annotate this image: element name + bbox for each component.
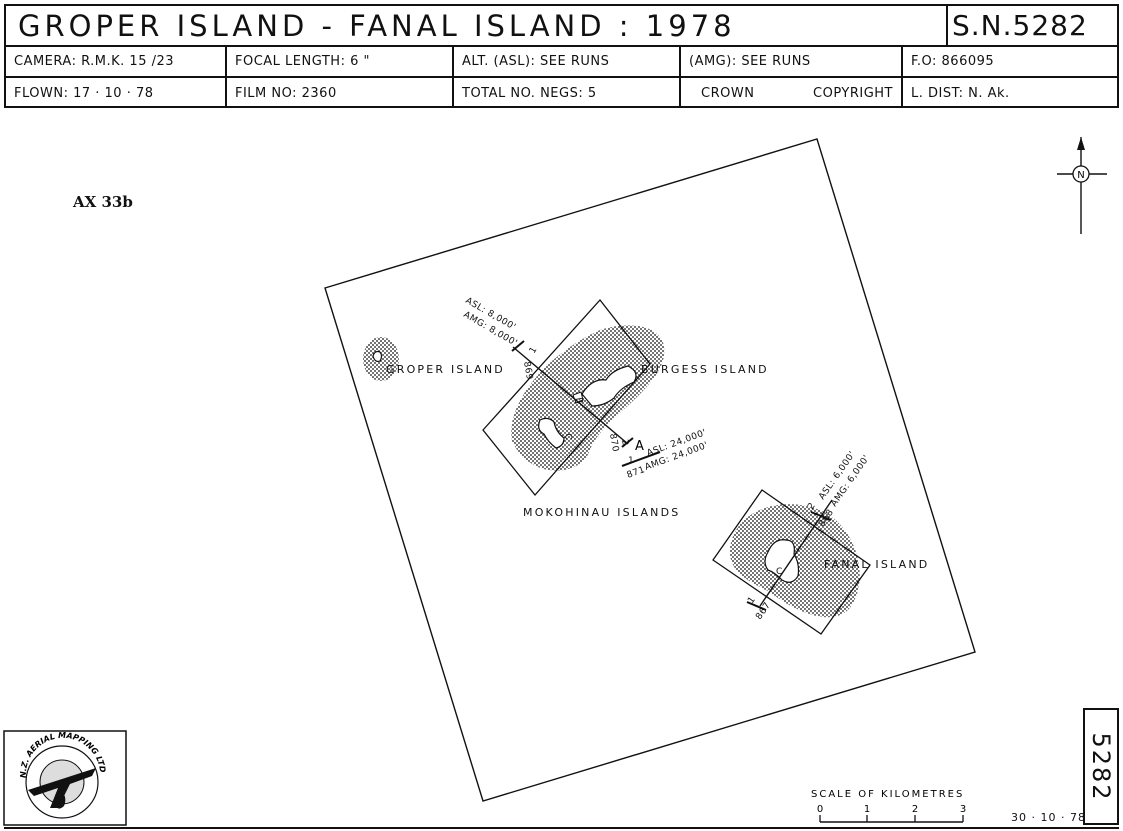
burgess-coverage <box>482 298 665 497</box>
svg-text:N.Z. AERIAL MAPPING LTD.: N.Z. AERIAL MAPPING LTD. <box>0 0 107 778</box>
flown-date: FLOWN: 17 · 10 · 78 <box>6 78 227 108</box>
run3-bottom-photo: 867 <box>754 601 773 622</box>
groper-island-coverage <box>363 337 399 381</box>
scale-tick-1: 1 <box>864 804 870 815</box>
run-a-number: 1 <box>628 456 634 466</box>
fanal-coverage <box>712 489 871 635</box>
map-title: GROPER ISLAND - FANAL ISLAND : 1978 <box>6 6 948 45</box>
scale-title: SCALE OF KILOMETRES <box>811 789 964 800</box>
scale-tick-3: 3 <box>960 804 966 815</box>
camera-info: CAMERA: R.M.K. 15 /23 <box>6 47 227 76</box>
scale-tick-2: 2 <box>912 804 918 815</box>
groper-island-label: GROPER ISLAND <box>386 363 505 376</box>
header-table: GROPER ISLAND - FANAL ISLAND : 1978 S.N.… <box>4 4 1119 108</box>
scale-bar: SCALE OF KILOMETRES 0 1 2 3 <box>811 789 966 823</box>
mokohinau-islands-label: MOKOHINAU ISLANDS <box>523 506 680 519</box>
logo-text: N.Z. AERIAL MAPPING LTD. <box>0 0 107 778</box>
north-arrow-icon: N <box>1057 137 1107 234</box>
run-c-label-a: C <box>562 433 573 441</box>
film-number: FILM NO: 2360 <box>227 78 454 108</box>
run-c-label-fanal: C <box>776 567 783 577</box>
crown-copyright: CROWN COPYRIGHT <box>681 78 903 108</box>
altitude-asl: ALT. (ASL): SEE RUNS <box>454 47 681 76</box>
run1-start-photo: 869 <box>521 361 534 381</box>
scale-tick-0: 0 <box>817 804 823 815</box>
north-label: N <box>1077 170 1084 181</box>
crown-label: CROWN <box>701 85 755 101</box>
header-row-flight: FLOWN: 17 · 10 · 78 FILM NO: 2360 TOTAL … <box>6 78 1117 108</box>
bottom-border <box>4 827 1119 829</box>
copyright-label: COPYRIGHT <box>813 85 893 101</box>
altitude-amg: (AMG): SEE RUNS <box>681 47 903 76</box>
nz-aerial-mapping-logo: N.Z. AERIAL MAPPING LTD. <box>0 0 127 826</box>
print-date: 30 · 10 · 78 <box>1011 811 1086 824</box>
sheet-number: S.N.5282 <box>952 9 1088 42</box>
fanal-island-label: FANAL ISLAND <box>824 558 929 571</box>
focal-length: FOCAL LENGTH: 6 " <box>227 47 454 76</box>
run1-start-number: 1 <box>528 345 540 355</box>
run-a-photo: 871 <box>626 465 647 481</box>
fo-number: F.O: 866095 <box>911 54 995 69</box>
sheet-number-side: 5282 <box>1087 731 1115 802</box>
total-negatives: TOTAL NO. NEGS: 5 <box>454 78 681 108</box>
coverage-frame <box>324 138 976 802</box>
run-b-label: B <box>573 397 584 405</box>
run3-top-number: 2 <box>806 501 818 512</box>
run1-end-number: 2 <box>619 439 630 447</box>
burgess-island-label: BURGESS ISLAND <box>641 363 769 376</box>
run1-end-photo: 870 <box>607 433 620 453</box>
ax-reference: AX 33b <box>73 193 133 211</box>
sheet-number-side-box: 5282 <box>1083 708 1119 825</box>
local-district: L. DIST: N. Ak. <box>911 85 1010 101</box>
header-row-camera: CAMERA: R.M.K. 15 /23 FOCAL LENGTH: 6 " … <box>6 47 1117 78</box>
run-a-label: A <box>635 439 644 454</box>
header-row-title: GROPER ISLAND - FANAL ISLAND : 1978 S.N.… <box>6 6 1117 47</box>
run3-bottom-number: 1 <box>746 595 758 606</box>
